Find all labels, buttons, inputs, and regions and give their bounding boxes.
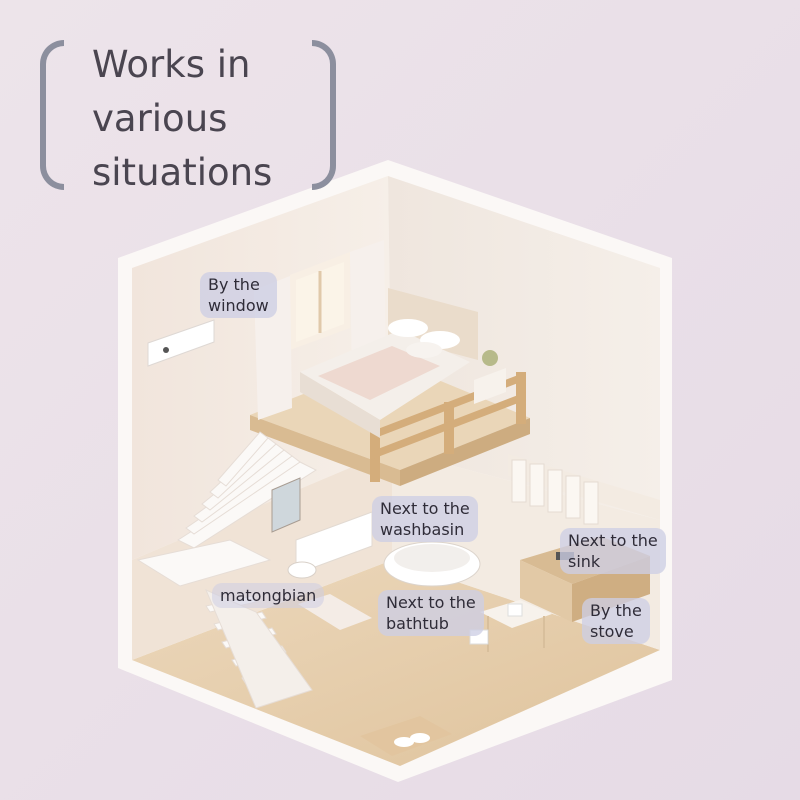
bed <box>300 288 506 438</box>
label-stove: By the stove <box>582 598 650 644</box>
toilet-shape <box>287 561 317 579</box>
label-toilet: matongbian <box>212 583 325 608</box>
heading-block: Works in various situations <box>40 30 360 200</box>
label-by-window: By the window <box>200 272 277 318</box>
air-conditioner <box>147 319 215 367</box>
label-bathtub: Next to the bathtub <box>378 590 484 636</box>
shoe-shelf <box>360 716 452 756</box>
right-bracket-icon <box>312 40 336 190</box>
label-sink: Next to the sink <box>560 528 666 574</box>
label-washbasin: Next to the washbasin <box>372 496 478 542</box>
staircase <box>136 431 318 709</box>
heading: Works in various situations <box>92 43 273 194</box>
left-bracket-icon <box>40 40 64 190</box>
